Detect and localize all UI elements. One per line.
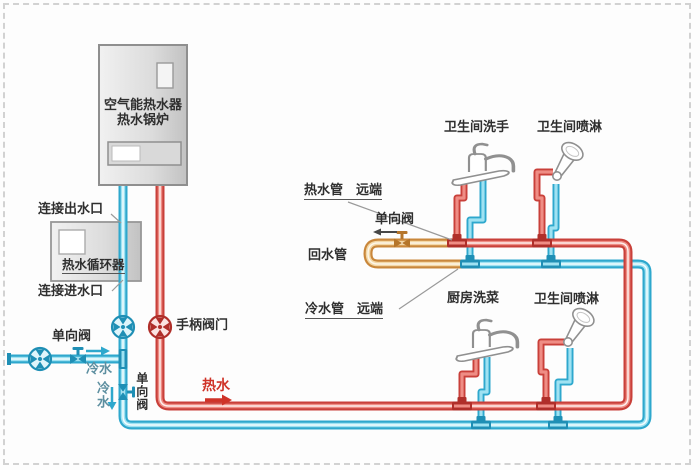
- return-flow-arrow-left: [373, 228, 397, 236]
- handle-valve-label: 手柄阀门: [176, 318, 229, 333]
- check-valve-icon-vertical: [118, 384, 135, 400]
- heater-label: 空气能热水器 热水锅炉: [103, 98, 182, 128]
- bathroom-shower-label-bottom: 卫生间喷淋: [534, 292, 600, 307]
- tee-fittings: [118, 234, 568, 430]
- kitchen-faucet-icon: [454, 318, 520, 364]
- bathroom-shower2-icon: [558, 304, 598, 348]
- cold-flow-arrow-down: [107, 387, 117, 410]
- cold-supply-cap: [7, 353, 11, 365]
- kitchen-sink-label: 厨房洗菜: [447, 291, 500, 306]
- inlet-label: 连接进水口: [38, 284, 104, 299]
- bathroom-faucet-icon: [450, 142, 516, 188]
- heater-box: [98, 44, 188, 186]
- outlet-label: 连接出水口: [38, 202, 104, 217]
- cold-water-label: 冷水: [86, 362, 113, 377]
- cold-pipes: [7, 178, 647, 425]
- water-meter-icon: [27, 346, 53, 372]
- cold-pipe-far-label: 冷水管 远端: [305, 302, 384, 319]
- cold-water-label-vertical: 冷水: [93, 381, 109, 409]
- cold-flow-arrow-right: [86, 346, 110, 356]
- check-valve-label-return: 单向阀: [375, 212, 415, 227]
- bathroom-shower-label-top: 卫生间喷淋: [537, 120, 603, 135]
- check-valve-icon-supply: [70, 347, 86, 364]
- hot-pipe-far-label: 热水管 远端: [304, 183, 383, 200]
- hot-handle-valve-icon: [147, 314, 173, 340]
- bathroom-shower-icon: [547, 138, 587, 182]
- circulator-label: 热水循环器: [62, 257, 125, 274]
- bathroom-sink-label: 卫生间洗手: [444, 120, 510, 135]
- cold-handle-valve-icon: [110, 314, 136, 340]
- return-pipe-label: 回水管: [308, 248, 348, 263]
- pointer-lines: [110, 201, 459, 310]
- check-valve-icon-return: [394, 231, 410, 248]
- hot-water-label: 热水: [202, 378, 230, 394]
- heater-display: [156, 62, 174, 89]
- check-valve-label-supply: 单向阀: [52, 329, 92, 344]
- check-valve-label-vertical: 单向阀: [134, 372, 149, 411]
- hot-flow-arrow-right: [205, 394, 232, 406]
